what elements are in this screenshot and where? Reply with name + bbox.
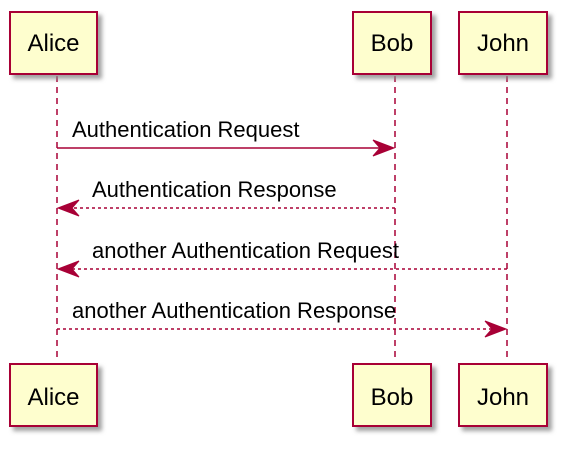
arrowhead-left-icon bbox=[56, 260, 80, 278]
participant-bob-top: Bob bbox=[352, 11, 432, 75]
message-label: another Authentication Request bbox=[92, 238, 399, 263]
participant-label: Alice bbox=[27, 30, 79, 57]
participant-john-top: John bbox=[458, 11, 548, 75]
message-label: another Authentication Response bbox=[72, 298, 396, 323]
message-label: Authentication Response bbox=[92, 177, 337, 202]
message-2: Authentication Response bbox=[56, 177, 395, 217]
participant-alice-bottom: Alice bbox=[9, 363, 98, 427]
arrowhead-left-icon bbox=[56, 199, 80, 217]
participant-label: Alice bbox=[27, 384, 79, 411]
participant-bob-bottom: Bob bbox=[352, 363, 432, 427]
participant-label: Bob bbox=[371, 384, 414, 411]
message-4: another Authentication Response bbox=[57, 298, 508, 338]
participant-alice-top: Alice bbox=[9, 11, 98, 75]
participant-label: John bbox=[477, 30, 529, 57]
message-3: another Authentication Request bbox=[56, 238, 507, 278]
arrowhead-right-icon bbox=[484, 320, 508, 338]
participant-label: John bbox=[477, 384, 529, 411]
message-label: Authentication Request bbox=[72, 117, 300, 142]
participant-label: Bob bbox=[371, 30, 414, 57]
participant-john-bottom: John bbox=[458, 363, 548, 427]
message-1: Authentication Request bbox=[57, 117, 396, 157]
arrowhead-right-icon bbox=[372, 139, 396, 157]
